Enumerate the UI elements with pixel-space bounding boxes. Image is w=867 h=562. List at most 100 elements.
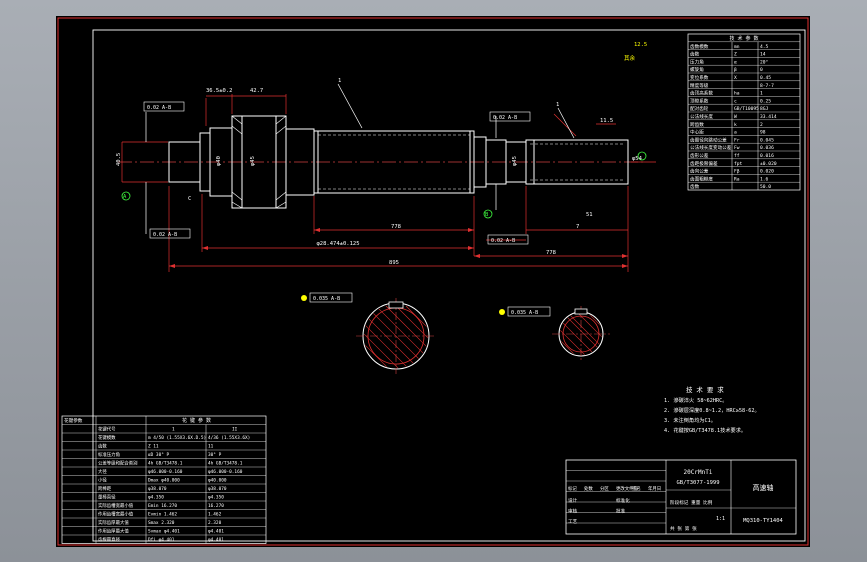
section-b-tol: 0.035 A-B	[511, 310, 538, 316]
note-3: 3. 未注倒角均为C1。	[664, 416, 716, 424]
gear-row-val: 33.414	[760, 114, 777, 120]
roughness-value: 12.5	[634, 42, 647, 48]
spline-row-v2: φ4.350	[208, 495, 224, 501]
spline-row-v2: 4h GB/T3478.1	[208, 461, 243, 467]
gear-row-name: 齿向公差	[690, 168, 709, 175]
title-row-label: 处数	[584, 485, 593, 492]
gear-row-val: 1	[760, 91, 763, 97]
gear-row-name: 齿数模数	[690, 43, 709, 50]
labels: 895 778 778 φ28.474±0.125 51 7 φ45 φ40 4…	[116, 42, 647, 266]
gear-row-sym: k	[734, 122, 737, 128]
label-1: 1	[338, 78, 341, 84]
drawing-number: MQ310-TY1404	[743, 518, 783, 524]
left-top-1-text: 36.5±0.2	[206, 88, 233, 94]
spline-row-v2: φ4.401	[208, 529, 224, 535]
gear-row-sym: fpt	[734, 161, 743, 167]
spline-row-v1: Dmax φ40.000	[148, 478, 180, 484]
title-role: 设计	[568, 497, 578, 504]
spline-row-v1: φ46.000-0.160	[148, 469, 183, 475]
drawing-title: 高速轴	[753, 483, 774, 492]
title-role: 工艺	[568, 519, 578, 525]
end-dia-text: φ45	[512, 156, 518, 166]
title-row-label: 分区	[600, 485, 609, 492]
gear-row-val: 0.016	[760, 153, 774, 159]
gear-row-name: 齿数	[690, 183, 700, 190]
section-a-tol: 0.035 A-B	[313, 296, 340, 302]
section-a[interactable]	[356, 298, 446, 396]
gear-row-name: 顶隙系数	[690, 97, 709, 104]
gear-row-val: 0.25	[760, 98, 771, 104]
spline-row-v1: Emin 16.270	[148, 503, 177, 509]
drawing-svg: 技 术 参 数齿数模数mn4.5齿数Z14压力角α20°螺旋角β0变位系数X0.…	[57, 17, 809, 546]
gear-row-sym: Fβ	[734, 169, 740, 175]
section-b[interactable]	[552, 306, 610, 366]
pitch-text: 40.5	[116, 153, 122, 166]
key-depth-text: 51	[586, 212, 593, 218]
gear-row-val: 98	[760, 130, 766, 136]
overall-length-text: 895	[389, 260, 399, 266]
gear-row-sym: W	[734, 114, 737, 120]
gear-row-name: 齿圈径向跳动公差	[690, 136, 727, 143]
gear-row-name: 公法线长度	[690, 113, 713, 120]
shaft-main-view[interactable]	[118, 115, 646, 209]
spline-row-v2: 4/36 (1.55X3.6X)	[208, 435, 250, 441]
gear-row-sym: mn	[734, 45, 740, 50]
gear-row-name: 齿面粗糙度	[690, 175, 713, 182]
gear-row-val: ±0.020	[760, 161, 777, 167]
gear-row-name: 齿数	[690, 51, 700, 58]
spline-row-v2: φ38.070	[208, 486, 227, 492]
gear-row-val: 2	[760, 122, 763, 128]
gear-row-name: 变位系数	[690, 74, 709, 81]
spline-row-name: 公差等级和配合类别	[98, 460, 138, 467]
gear-row-val: 14	[760, 52, 766, 58]
spline-row-name: 作用齿槽宽最小值	[98, 511, 134, 518]
gear-row-sym: α	[734, 60, 737, 65]
gear-row-name: 中心距	[690, 129, 704, 136]
title-row-label: 更改文件号	[616, 485, 639, 492]
spline-header-1: 花键参数	[64, 417, 83, 424]
gear-row-sym: c	[734, 99, 737, 104]
spline-row-name: 小径	[98, 477, 107, 484]
spline-row-name: 花键代号	[98, 426, 116, 433]
spline-len-text: 7	[576, 224, 579, 230]
spline-row-v1: Dfi φ4.401	[148, 537, 175, 543]
d-left-text: φ45	[250, 156, 256, 166]
gear-row-name: 配对齿轮	[690, 105, 709, 112]
title-row-label: 签名	[632, 485, 641, 492]
gear-row-val: 0.045	[760, 137, 774, 143]
gear-row-sym: Fw	[734, 145, 740, 151]
gear-row-name: 齿顶高系数	[690, 90, 713, 97]
tol-right-top: 0.02 A-B	[493, 115, 517, 121]
d-mid-text: φ40	[216, 156, 222, 166]
gear-row-name: 跨齿数	[690, 121, 704, 128]
gear-row-val: 8GJ	[760, 106, 769, 112]
gear-row-val: 0.036	[760, 145, 774, 151]
label-1b: 1	[556, 102, 559, 108]
spline-row-v1: φ4.350	[148, 495, 164, 501]
datum-a: A	[123, 194, 127, 200]
tol-right-bottom: 0.02 A-B	[491, 238, 515, 244]
spline-row-v2: 2.320	[208, 520, 222, 526]
gear-row-name: 公法线长度变动公差	[690, 144, 732, 151]
gear-row-sym: ha	[734, 91, 740, 97]
right-dia-text: φ54	[632, 156, 643, 162]
gear-row-sym: X	[734, 75, 737, 81]
spline-row-name: 花键模数	[98, 434, 116, 441]
spline-row-v2: φ46.000-0.160	[208, 469, 243, 475]
spline-row-name: 实际齿厚最大值	[98, 519, 129, 526]
right-chamfer-text: 11.5	[600, 118, 613, 124]
spline-row-v1: 4h GB/T3478.1	[148, 461, 183, 467]
gear-row-name: 齿距极限偏差	[690, 160, 718, 167]
title-row-label: 标记	[568, 485, 577, 492]
gear-row-val: 0.45	[760, 75, 771, 81]
gear-row-sym: ff	[734, 153, 740, 159]
title-role: 审核	[568, 508, 578, 515]
spline-row-name: 齿根圆直径	[98, 536, 121, 543]
gear-row-sym: a	[734, 131, 737, 136]
gear-row-val: 0.020	[760, 169, 774, 175]
datum-c: C	[188, 196, 191, 202]
gear-row-val: 0	[760, 67, 763, 73]
